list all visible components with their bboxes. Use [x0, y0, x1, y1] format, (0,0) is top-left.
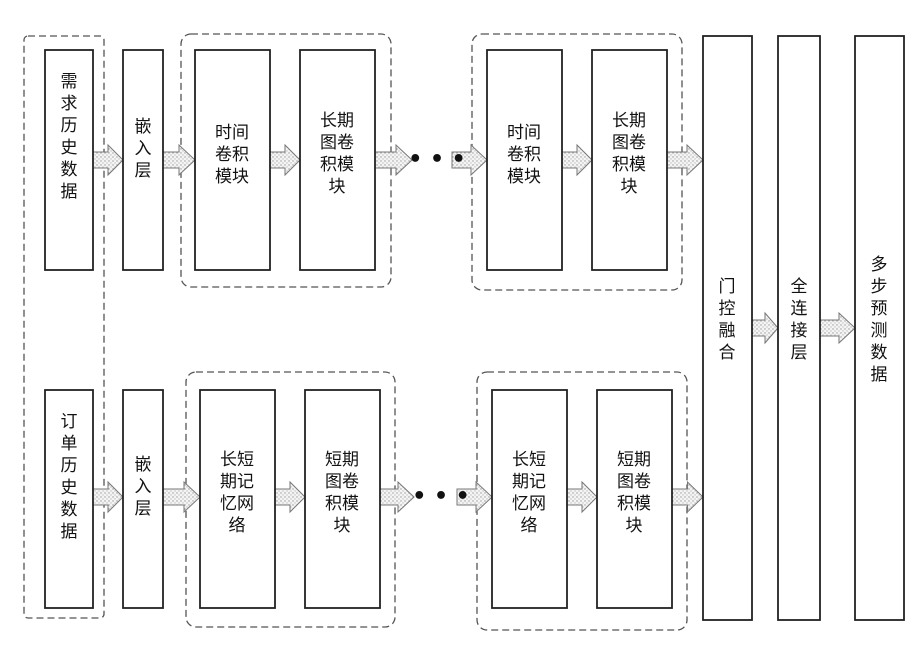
fully-connected-to-prediction-arrow — [820, 313, 855, 343]
embedding-layer-top-label: 嵌入层 — [135, 117, 152, 181]
ellipsis-bottom: • • • — [412, 484, 470, 509]
temporal-conv-2-to-long-graph-conv-2-arrow — [562, 145, 592, 175]
short-graph-conv-1-to-ellipsis-arrow — [380, 482, 414, 512]
lstm-2-to-short-graph-conv-2-arrow — [567, 482, 597, 512]
embedding-to-temporal-conv-1-arrow — [163, 145, 195, 175]
temporal-conv-module-2-label: 时间卷积模块 — [507, 123, 541, 187]
ellipsis-top: • • • — [408, 147, 466, 172]
temporal-conv-module-1-label: 时间卷积模块 — [215, 123, 249, 187]
lstm-1-to-short-graph-conv-1-arrow — [275, 482, 305, 512]
embedding-layer-bottom-label: 嵌入层 — [135, 455, 152, 519]
embedding-layer-top-box — [123, 50, 163, 270]
embedding-to-lstm-1-arrow — [163, 482, 200, 512]
short-graph-conv-2-to-gated-fusion-arrow — [672, 482, 703, 512]
gated-fusion-to-fully-connected-arrow — [752, 313, 778, 343]
order-to-embedding-arrow — [93, 482, 123, 512]
demand-to-embedding-arrow — [93, 145, 123, 175]
long-graph-conv-2-to-gated-fusion-arrow — [667, 145, 703, 175]
temporal-conv-1-to-long-graph-conv-1-arrow — [270, 145, 300, 175]
long-graph-conv-1-to-ellipsis-arrow — [375, 145, 412, 175]
